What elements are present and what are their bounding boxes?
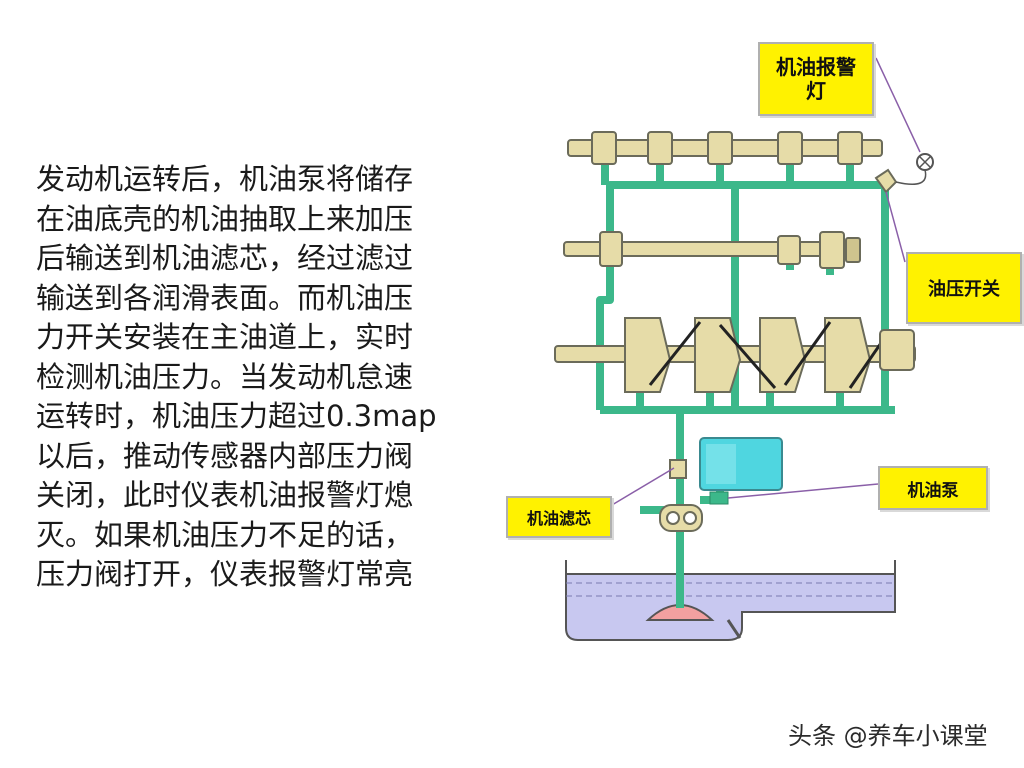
- oil-pump-label: 机油泵: [878, 466, 988, 510]
- oil-sump: [565, 560, 896, 641]
- description-text: 发动机运转后，机油泵将储存 在油底壳的机油抽取上来加压 后输送到机油滤芯，经过滤…: [36, 160, 496, 595]
- description-line: 以后，推动传感器内部压力阀: [36, 438, 414, 473]
- crankshaft: [554, 317, 916, 393]
- description-line: 检测机油压力。当发动机怠速: [36, 359, 414, 394]
- warning-lamp: [895, 153, 934, 185]
- watermark: 头条 @养车小课堂: [788, 722, 988, 750]
- description-line: 灭。如果机油压力不足的话，: [36, 517, 414, 552]
- leader-lines: [611, 57, 921, 506]
- oil-filter-label: 机油滤芯: [506, 496, 612, 538]
- pressure-switch-label: 油压开关: [906, 252, 1022, 324]
- description-line: 关闭，此时仪表机油报警灯熄: [36, 478, 414, 512]
- description-line: 发动机运转后，机油泵将储存: [36, 162, 414, 196]
- description-line: 力开关安装在主油道上，实时: [36, 320, 414, 354]
- oil-filter-unit: [669, 437, 783, 491]
- oil-pump-unit: [659, 491, 729, 532]
- description-line: 后输送到机油滤芯，经过滤过: [36, 241, 414, 275]
- warning-light-label: 机油报警灯: [758, 42, 874, 116]
- description-line: 压力阀打开，仪表报警灯常亮: [36, 557, 414, 591]
- description-line: 输送到各润滑表面。而机油压: [36, 280, 414, 315]
- description-line: 在油底壳的机油抽取上来加压: [36, 201, 414, 236]
- description-line: 运转时，机油压力超过0.3map: [36, 399, 437, 433]
- camshaft: [567, 131, 883, 165]
- balance-shaft: [563, 231, 861, 269]
